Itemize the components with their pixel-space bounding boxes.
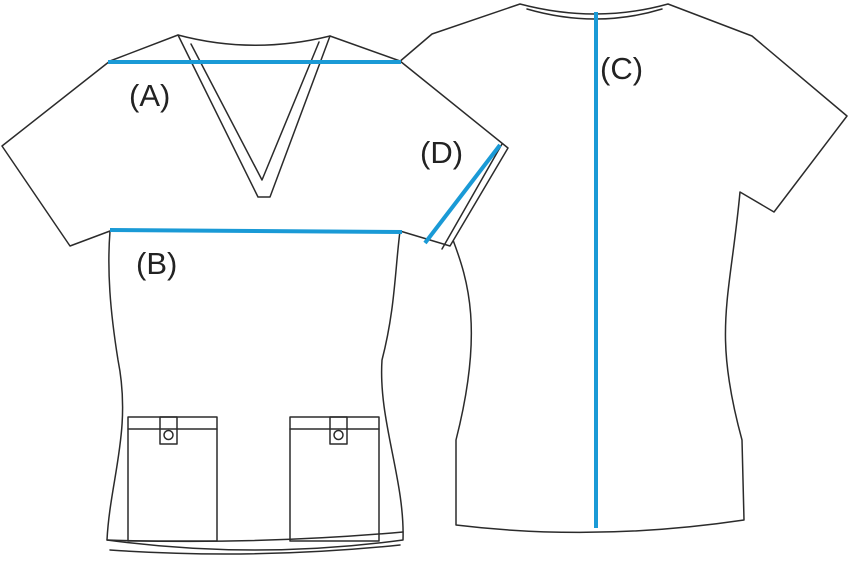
front-v-neck	[177, 34, 331, 198]
measurement-lines	[108, 12, 598, 528]
right-pocket-tab	[329, 416, 348, 445]
right-pocket-button	[333, 429, 344, 441]
back-view-outline	[397, 3, 848, 534]
left-pocket-tab	[159, 416, 178, 445]
measure-line-d-sleeve	[423, 143, 502, 245]
front-v-neck-inner	[190, 41, 320, 181]
right-pocket	[289, 416, 380, 542]
left-pocket-button	[163, 429, 174, 441]
label-b: (B)	[136, 246, 177, 281]
label-d: (D)	[420, 135, 463, 170]
sleeve-hem-band	[441, 143, 503, 250]
hem-band-lower	[109, 544, 401, 555]
label-a: (A)	[129, 78, 170, 113]
measure-line-b-chest	[109, 228, 403, 234]
front-view-outline	[1, 34, 509, 551]
label-c: (C)	[600, 51, 643, 86]
back-view-garment	[397, 3, 848, 534]
front-view-garment	[1, 34, 509, 555]
left-pocket	[127, 416, 218, 542]
